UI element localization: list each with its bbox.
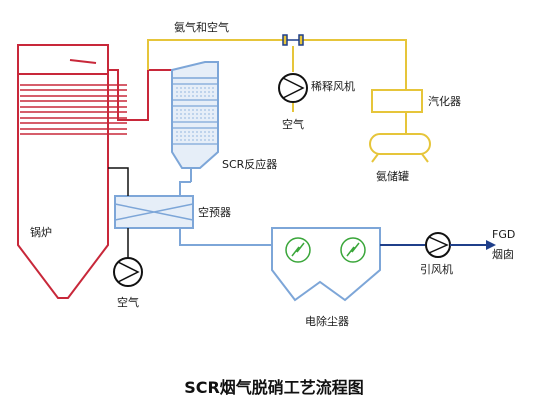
dilution-fan-label: 稀释风机 xyxy=(311,79,355,93)
outlet-arrow xyxy=(450,240,496,250)
air-bottom-label: 空气 xyxy=(117,295,139,309)
air-top-label: 空气 xyxy=(282,117,304,131)
electrostatic-precipitator xyxy=(271,227,381,302)
flue-gas-duct-to-esp xyxy=(179,228,272,246)
dilution-fan-pump xyxy=(278,73,308,103)
ammonia-air-label: 氨气和空气 xyxy=(174,20,229,34)
flue-gas-duct-to-preheater xyxy=(179,181,191,196)
figure-caption: SCR烟气脱硝工艺流程图 xyxy=(184,378,364,397)
esp-label: 电除尘器 xyxy=(305,314,349,328)
scr-reactor-label: SCR反应器 xyxy=(222,157,277,171)
vaporizer xyxy=(371,89,423,113)
boiler-outlet-duct xyxy=(107,45,119,155)
air-preheater-label: 空预器 xyxy=(198,205,231,219)
boiler-label: 锅炉 xyxy=(30,226,52,239)
ammonia-storage-tank xyxy=(369,133,431,163)
ammonia-tank-label: 氨储罐 xyxy=(376,169,409,183)
air-fan-pump xyxy=(113,257,143,287)
boiler-heat-coils xyxy=(20,84,127,135)
fgd-label: FGD xyxy=(492,228,515,241)
valve xyxy=(282,34,304,46)
hot-air-duct-to-boiler xyxy=(108,167,129,196)
scr-reactor xyxy=(171,61,219,182)
flue-gas-duct-to-scr xyxy=(117,69,172,121)
id-fan-label: 引风机 xyxy=(420,262,453,276)
boiler xyxy=(17,44,109,299)
air-preheater xyxy=(114,195,194,229)
ammonia-air-line xyxy=(147,39,407,134)
chimney-label: 烟囱 xyxy=(492,247,514,261)
vaporizer-label: 汽化器 xyxy=(428,94,461,108)
id-fan-pump xyxy=(425,232,451,258)
